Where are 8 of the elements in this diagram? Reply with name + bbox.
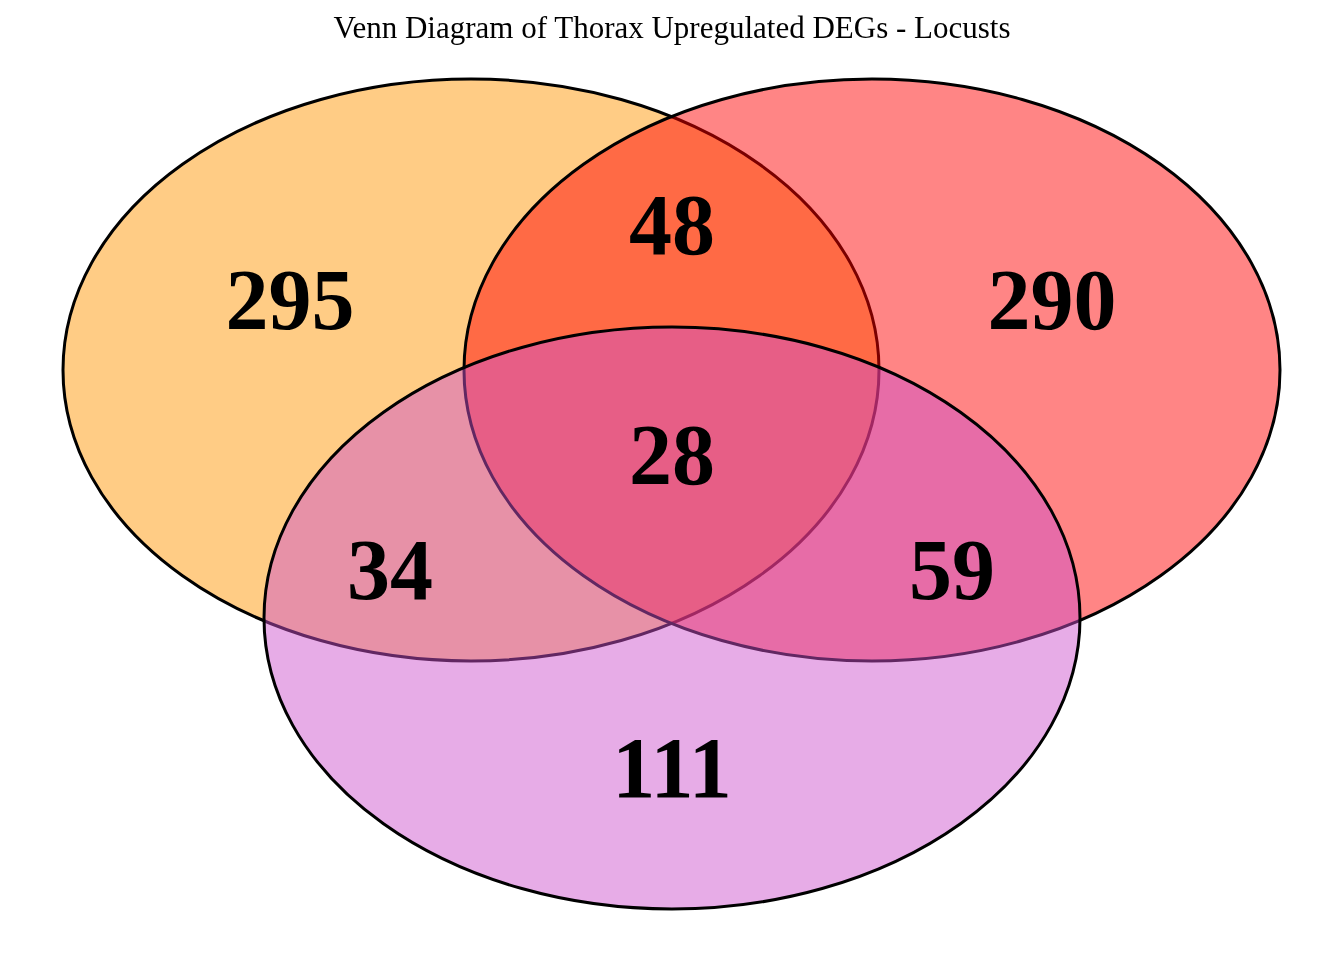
region-count: 28 [629,412,715,498]
chart-title: Venn Diagram of Thorax Upregulated DEGs - Locusts [333,10,1011,46]
region-count: 295 [225,257,355,343]
region-count: 34 [347,527,433,613]
region-count: 290 [987,257,1117,343]
region-count: 59 [909,527,995,613]
region-count: 111 [612,725,732,811]
region-count: 48 [629,182,715,268]
